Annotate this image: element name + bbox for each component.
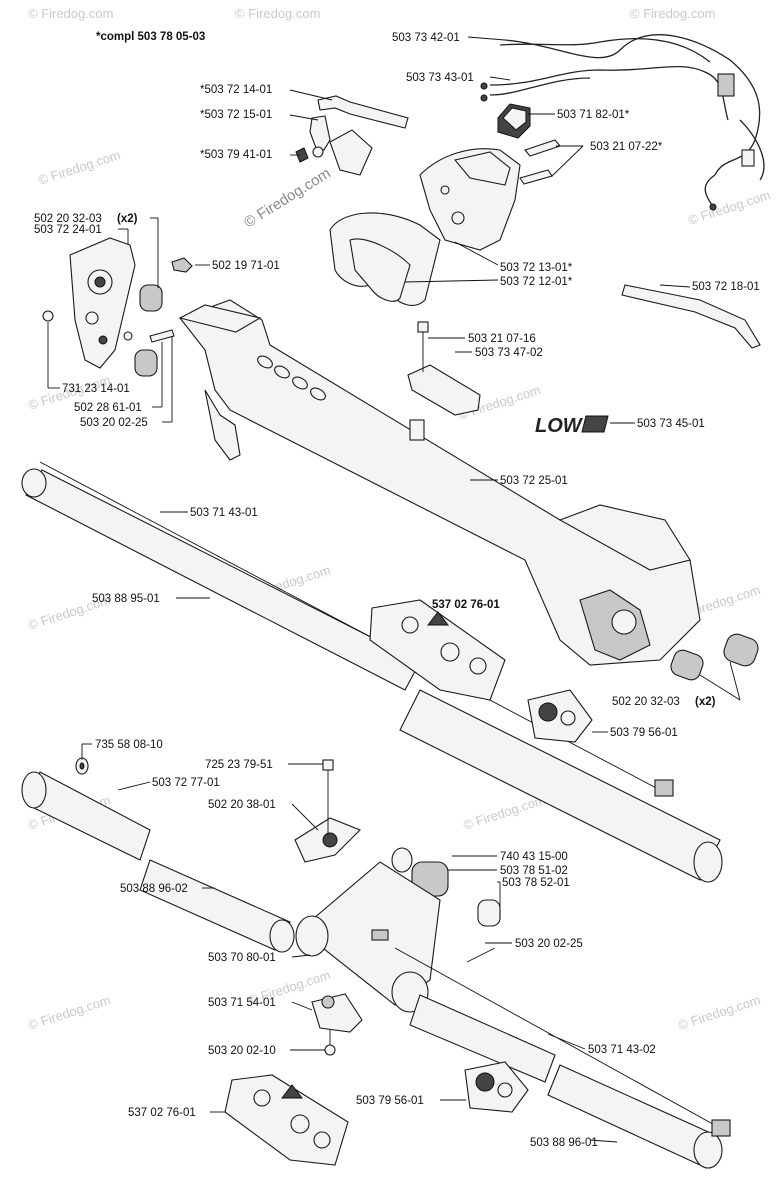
part-label: 503 21 07-22* [590,141,663,153]
part-label: 503 71 43-01 [190,507,258,519]
part-label: 502 20 32-03 [612,696,680,708]
wiring-harness [480,34,765,211]
part-label: *503 79 41-01 [200,149,272,161]
watermark: © Firedog.com [461,792,547,833]
part-label: 503 79 56-01 [356,1095,424,1107]
part-label: 503 20 02-10 [208,1045,276,1057]
part-label: 503 79 56-01 [610,727,678,739]
decal-537-upper [369,599,506,701]
part-label: 503 72 77-01 [152,777,220,789]
part-label: 740 43 15-00 [500,851,568,863]
watermark: © Firedog.com [235,6,320,21]
clamp-plate [311,993,363,1056]
part-label: 537 02 76-01 [128,1107,196,1119]
shaft-tube-lower-right [394,947,731,1169]
upper-shaft-assembly [178,299,701,666]
decal-537-lower [224,1074,349,1166]
clamp-knob [294,759,361,863]
part-label: 503 72 24-01 [34,224,102,236]
part-label: 503 78 51-02 [500,865,568,877]
pin-part [466,947,496,963]
part-label: 503 88 95-01 [92,593,160,605]
handle-mount [42,237,175,377]
grip-part [723,633,759,667]
washer-part [75,757,89,775]
watermark: © Firedog.com [36,147,122,188]
part-label: 503 72 18-01 [692,281,760,293]
part-label: 537 02 76-01 [432,599,500,611]
part-label: 503 20 02-25 [80,417,148,429]
part-label: 503 73 45-01 [637,418,705,430]
throttle-trigger [295,95,409,176]
part-label: 503 88 96-02 [120,883,188,895]
watermark: © Firedog.com [686,187,772,228]
small-clip [171,257,193,273]
watermark-center: © Firedog.com [241,165,334,232]
part-label: 735 58 08-10 [95,739,163,751]
assembly-title: *compl 503 78 05-03 [96,31,205,43]
part-label: 502 28 61-01 [74,402,142,414]
part-label: 502 19 71-01 [212,260,280,272]
bracket-part [407,321,481,416]
part-label: 725 23 79-51 [205,759,273,771]
low-vib-logo: LOW [535,415,609,437]
part-label: 503 73 47-02 [475,347,543,359]
part-label: 503 78 52-01 [502,877,570,889]
shaft-tube-lower-left [21,771,295,953]
switch-part [497,103,531,139]
decal-503-79-upper [527,689,593,743]
part-label-qty: (x2) [117,213,138,225]
decal-503-79-lower [464,1061,529,1113]
part-label: 503 71 54-01 [208,997,276,1009]
part-label: 503 73 43-01 [406,72,474,84]
watermark: © Firedog.com [28,6,113,21]
part-label: 503 72 13-01* [500,262,573,274]
part-label: 502 20 38-01 [208,799,276,811]
part-label: *503 72 14-01 [200,84,272,96]
part-labels: 503 73 42-01 503 73 43-01 *503 72 14-01 … [34,32,760,1149]
part-label: 503 71 43-02 [588,1044,656,1056]
part-label: 503 88 96-01 [530,1137,598,1149]
grip-part [670,649,704,681]
throttle-rod [621,284,761,349]
part-label: 503 71 82-01* [557,109,630,121]
part-label: 503 72 12-01* [500,276,573,288]
watermark: © Firedog.com [26,992,112,1033]
part-label: 502 20 32-03 [34,213,102,225]
part-label: 503 20 02-25 [515,938,583,950]
logo-text: LOW [535,415,584,437]
part-label: 503 21 07-16 [468,333,536,345]
leader-lines [47,36,741,1143]
part-label: 503 72 25-01 [500,475,568,487]
part-label: 731 23 14-01 [62,383,130,395]
part-label: 503 70 80-01 [208,952,276,964]
part-label: 503 73 42-01 [392,32,460,44]
part-label: *503 72 15-01 [200,109,272,121]
part-label-qty: (x2) [695,696,716,708]
watermark: © Firedog.com [630,6,715,21]
watermark: © Firedog.com [676,992,762,1033]
rear-handle [329,139,561,306]
